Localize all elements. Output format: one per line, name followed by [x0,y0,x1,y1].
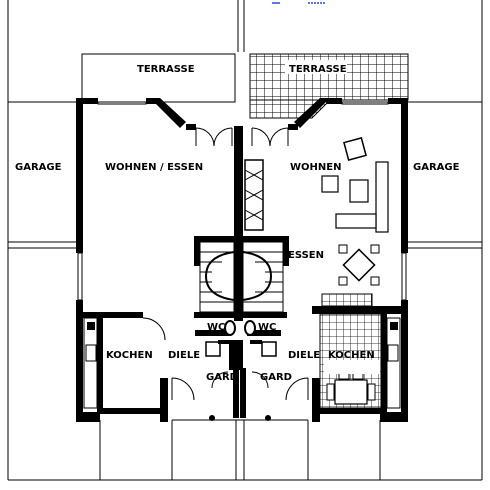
stairs-right [242,236,289,318]
wardrobe-left-label: GARD [206,372,238,383]
dining-furniture [338,244,380,286]
garage-left-label: GARAGE [15,162,62,173]
windows [77,101,407,301]
living-right-label: WOHNEN [290,162,341,173]
exterior-walls [76,98,408,422]
wc-left-fixtures [195,320,236,357]
kitchen-left-label: KOCHEN [106,350,153,361]
shaft-hatch [244,159,264,231]
kitchen-left-fixtures [83,317,166,409]
terrace-left-label: TERRASSE [137,64,195,75]
garage-right [404,101,482,249]
terrace-right-label: TERRASSE [289,64,347,75]
wc-right-label: WC [258,322,276,333]
living-dining-left-label: WOHNEN / ESSEN [105,162,203,173]
stairs-left [194,236,235,318]
hall-doors [171,371,309,401]
wc-left-label: WC [207,322,225,333]
terrace-left [81,53,236,103]
dining-right-label: ESSEN [288,250,324,261]
hall-right-label: DIELE [288,350,320,361]
terrace-doors-left [186,124,233,147]
garage-right-label: GARAGE [413,162,460,173]
entrance-approach [99,415,381,480]
terrace-doors-right [251,124,298,147]
wardrobe-right-label: GARD [260,372,292,383]
kitchen-right-fixtures [319,293,401,409]
party-wall [229,126,246,418]
hall-left-label: DIELE [168,350,200,361]
wc-right-fixtures [244,320,281,357]
garage-left [8,101,78,249]
living-furniture [321,137,389,233]
kitchen-right-label: KOCHEN [328,350,375,361]
page-frame [7,0,483,481]
